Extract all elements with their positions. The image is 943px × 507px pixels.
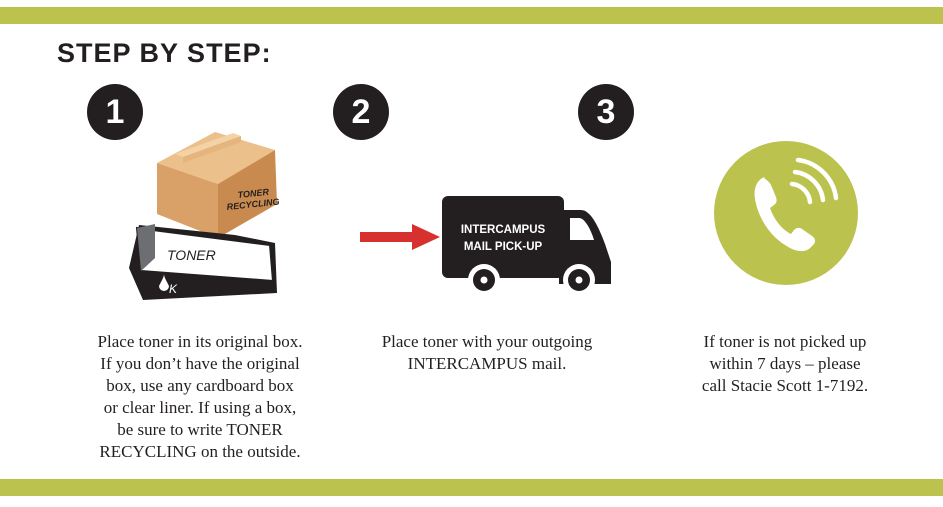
step-2-description: Place toner with your outgoing INTERCAMP… xyxy=(347,331,627,375)
step-3-line: within 7 days – please xyxy=(709,354,861,373)
step-1-line: or clear liner. If using a box, xyxy=(103,398,297,417)
step-1-line: be sure to write TONER xyxy=(117,420,283,439)
delivery-truck-icon: INTERCAMPUS MAIL PICK-UP xyxy=(442,196,611,296)
red-arrow-icon xyxy=(360,224,440,250)
top-accent-band xyxy=(0,7,943,24)
step-1-number: 1 xyxy=(87,84,143,140)
step-3-description: If toner is not picked up within 7 days … xyxy=(660,331,910,397)
truck-label-line2: MAIL PICK-UP xyxy=(464,241,543,253)
step-2-number: 2 xyxy=(333,84,389,140)
step-3-number: 3 xyxy=(578,84,634,140)
step-1-line: Place toner in its original box. xyxy=(97,332,303,351)
step-3-line: call Stacie Scott 1-7192. xyxy=(701,376,869,395)
cartridge-label: TONER xyxy=(167,247,216,263)
step-1-line: RECYCLING on the outside. xyxy=(99,442,301,461)
truck-label-line1: INTERCAMPUS xyxy=(461,224,546,236)
box-label-line1: TONER xyxy=(237,187,270,200)
cartridge-mark: K xyxy=(169,282,178,296)
toner-box-icon: TONER RECYCLING TONER K xyxy=(129,132,280,300)
step-1-line: If you don’t have the original xyxy=(100,354,300,373)
step-1-line: box, use any cardboard box xyxy=(106,376,294,395)
bottom-accent-band xyxy=(0,479,943,496)
step-3-line: If toner is not picked up xyxy=(703,332,867,351)
step-1-description: Place toner in its original box. If you … xyxy=(65,331,335,463)
step-2-line: Place toner with your outgoing xyxy=(381,332,593,351)
step-2-line: INTERCAMPUS mail. xyxy=(407,354,567,373)
phone-icon xyxy=(714,141,858,285)
page-heading: STEP BY STEP: xyxy=(57,38,272,68)
